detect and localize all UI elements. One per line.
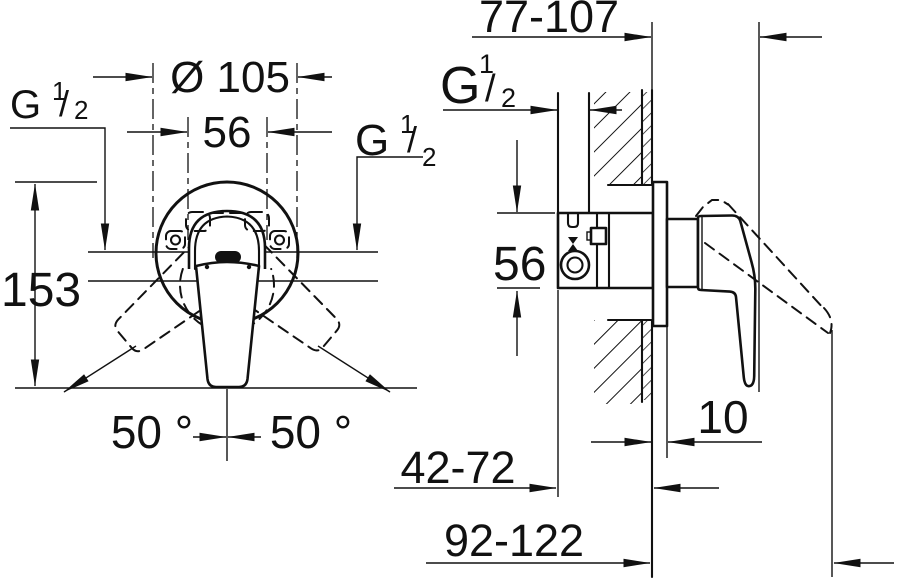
- dim-swing-left-label: 50 °: [111, 406, 193, 458]
- dim-swing-right-label: 50 °: [270, 406, 352, 458]
- supply-pipe: [556, 91, 591, 216]
- lever-open-dashed: [695, 199, 833, 334]
- side-view: 77-107 G 1 / 2 56 10: [394, 0, 894, 579]
- fixing-holes-dashed: [165, 211, 290, 250]
- svg-text:G: G: [440, 57, 480, 115]
- svg-text:/: /: [485, 68, 496, 110]
- svg-text:/: /: [59, 83, 69, 124]
- lever-logo-badge: [215, 251, 241, 263]
- dim-body-height-label: 56: [493, 238, 546, 291]
- svg-text:1: 1: [479, 49, 494, 79]
- side-dimensions: 77-107 G 1 / 2 56 10: [394, 0, 894, 577]
- dim-plate-thickness-label: 10: [697, 391, 748, 443]
- svg-text:2: 2: [74, 95, 88, 125]
- lever-handle-front: [194, 260, 261, 389]
- svg-text:2: 2: [501, 83, 516, 113]
- lever-dot-left: [204, 264, 210, 270]
- dim-diameter-label: Ø 105: [170, 53, 290, 102]
- thread-label-left: G 1 / 2: [10, 76, 110, 251]
- dim-hole-spacing-label: 56: [203, 108, 252, 157]
- thread-label-right: G 1 / 2: [352, 109, 436, 251]
- svg-text:1: 1: [400, 109, 414, 139]
- lever-dot-right: [246, 264, 252, 270]
- escutcheon-side: [651, 180, 669, 328]
- valve-body: [556, 211, 655, 290]
- cartridge-sleeve: [665, 217, 700, 289]
- front-dimensions: Ø 105 56 G 1 / 2 G 1 / 2: [1, 53, 436, 461]
- svg-text:2: 2: [422, 142, 436, 172]
- front-view: Ø 105 56 G 1 / 2 G 1 / 2: [1, 53, 436, 461]
- dim-wall-depth-label: 77-107: [479, 0, 619, 42]
- svg-text:G: G: [10, 83, 41, 127]
- dim-height-label: 153: [1, 264, 81, 317]
- dim-supply-depth-label: 42-72: [400, 442, 515, 493]
- svg-text:1: 1: [52, 76, 66, 106]
- dim-handle-reach-label: 92-122: [444, 515, 584, 566]
- svg-text:/: /: [407, 119, 417, 160]
- lever-swing-dashed-positions: [114, 237, 341, 353]
- lever-handle-side: [696, 214, 757, 388]
- thread-label-side: G 1 / 2: [440, 49, 622, 115]
